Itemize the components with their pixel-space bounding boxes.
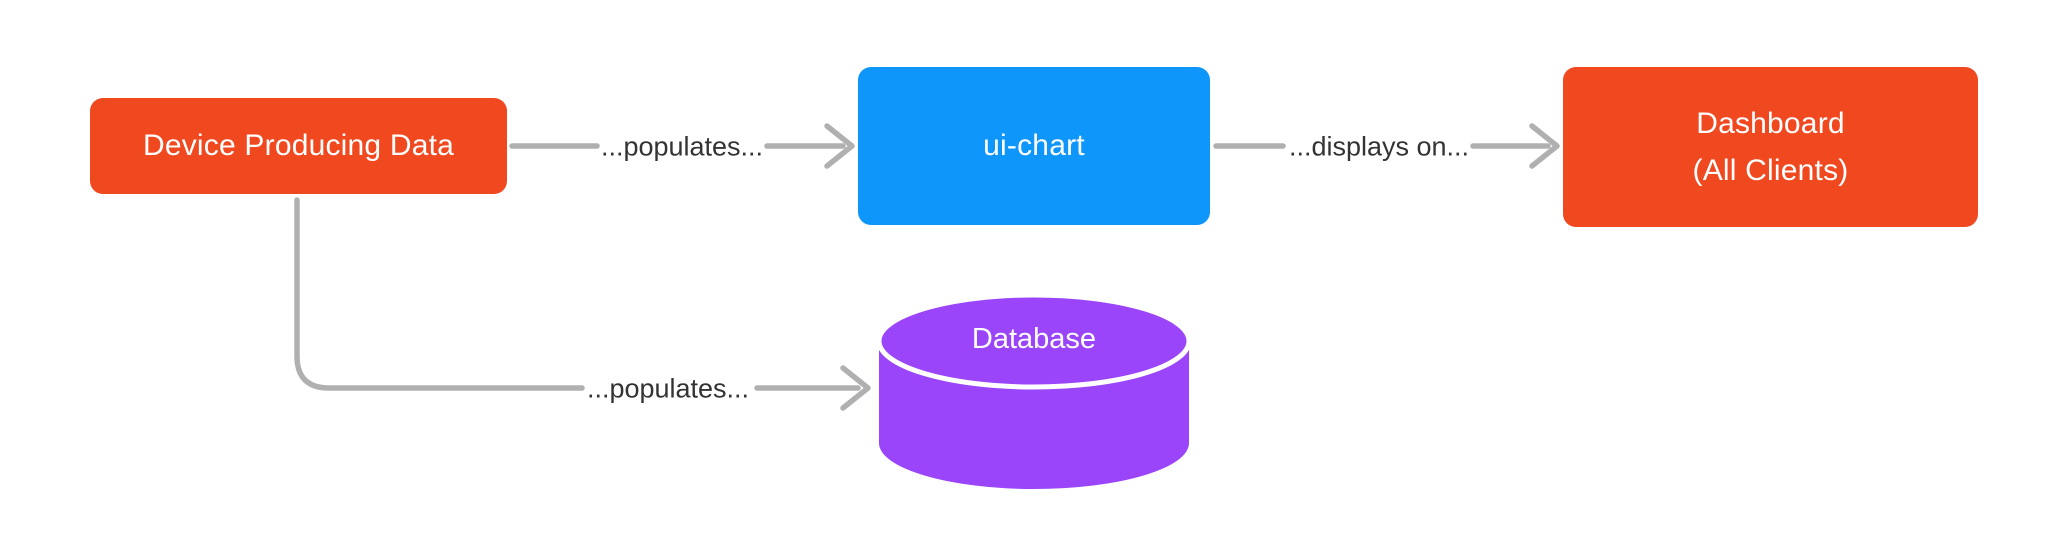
edge-label-populates-bottom: ...populates... bbox=[586, 373, 750, 404]
arrowhead-icon bbox=[824, 123, 855, 169]
edge-label-populates-top: ...populates... bbox=[600, 131, 764, 162]
node-dashboard-label: Dashboard (All Clients) bbox=[1693, 100, 1849, 194]
node-dashboard[interactable]: Dashboard (All Clients) bbox=[1563, 67, 1978, 227]
node-dashboard-label-line1: Dashboard bbox=[1696, 107, 1845, 140]
edge-line bbox=[294, 197, 585, 391]
node-ui-chart[interactable]: ui-chart bbox=[858, 67, 1210, 225]
arrowhead-icon bbox=[840, 365, 871, 411]
node-device-producing-data[interactable]: Device Producing Data bbox=[90, 98, 507, 194]
node-dashboard-label-line2: (All Clients) bbox=[1692, 154, 1849, 187]
edge-device-to-database bbox=[294, 197, 871, 411]
arrowhead-icon bbox=[1529, 123, 1560, 169]
node-device-label: Device Producing Data bbox=[142, 129, 455, 162]
cylinder-top bbox=[876, 293, 1192, 390]
edge-label-displays-on: ...displays on... bbox=[1288, 131, 1470, 162]
node-database-cylinder[interactable] bbox=[876, 293, 1192, 493]
node-ui-chart-label: ui-chart bbox=[983, 129, 1085, 162]
